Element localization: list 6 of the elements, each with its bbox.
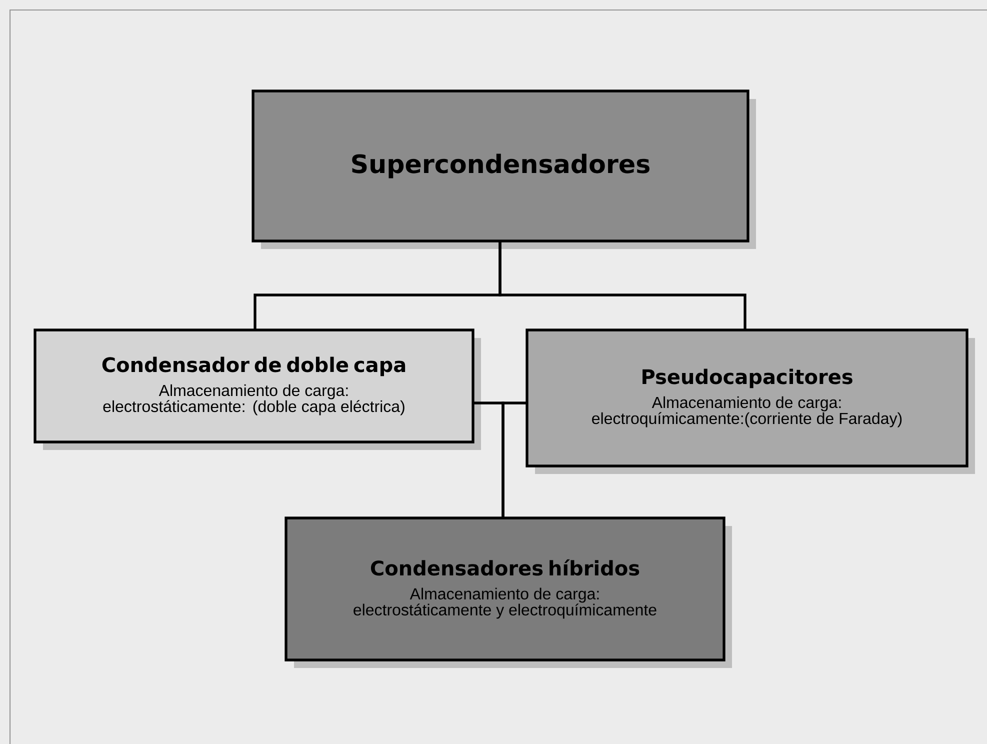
connector-line [498,241,746,330]
category-box: Condensador de doble capa Almacenamiento de carga: electrostáticamente: (doble capa eléctrica) [34,328,481,450]
category-box: Condensadores híbridos Almacenamiento de carga: electrostáticamente y electroquímicamente [284,516,732,668]
category-box: Pseudocapacitores Almacenamiento de carga: electroquímicamente:(corriente de Faraday) [526,328,975,474]
category-box: Supercondensadores [252,90,756,249]
connector-line [502,402,527,518]
